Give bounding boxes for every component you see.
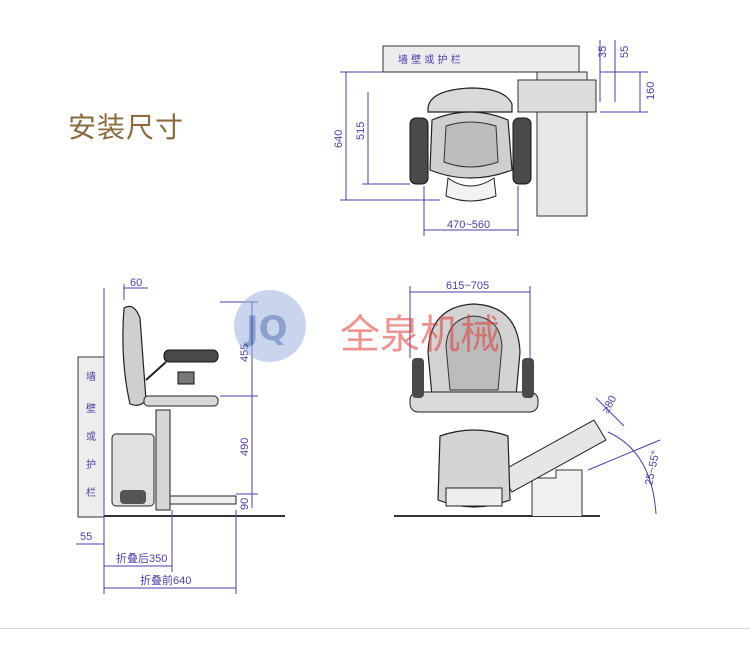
side-view: 墙 壁 或 护 栏 60 455 490 90 55 — [76, 277, 285, 594]
side-joystick — [177, 371, 195, 385]
dim-35: 35 — [597, 46, 609, 58]
front-backrest-cushion — [445, 315, 503, 391]
dim-515: 515 — [355, 122, 367, 140]
side-wall — [77, 356, 105, 518]
stair-steps — [531, 469, 583, 516]
side-wall-char-1: 壁 — [86, 402, 96, 415]
side-armrest — [163, 349, 219, 363]
side-carriage — [111, 433, 155, 507]
side-column — [155, 409, 171, 511]
dim-55: 55 — [619, 46, 631, 58]
dim-490: 490 — [239, 438, 251, 456]
rail-carriage — [517, 79, 597, 113]
left-armrest-top — [409, 117, 429, 185]
side-seat — [143, 395, 219, 407]
dim-80: ≥80 — [600, 394, 619, 416]
right-armrest-top — [512, 117, 532, 185]
footrest-top — [445, 177, 497, 202]
side-backrest — [122, 305, 147, 406]
side-foot-control — [120, 490, 146, 504]
angle-range: 25~55° — [643, 450, 662, 487]
side-wall-char-3: 护 — [86, 458, 96, 471]
folded-before: 折叠前640 — [140, 573, 191, 587]
front-seat — [409, 391, 539, 413]
backrest-top — [427, 87, 513, 113]
dim-60: 60 — [130, 277, 142, 289]
front-footplate — [445, 487, 503, 507]
front-right-arm — [522, 358, 534, 398]
wall-label: 墙 壁 或 护 栏 — [398, 53, 461, 66]
folded-after: 折叠后350 — [116, 551, 167, 565]
dim-160: 160 — [645, 82, 657, 100]
side-wall-char-2: 或 — [86, 431, 96, 443]
watermark: JQ 全泉机械 — [234, 290, 500, 362]
wall-strip — [382, 45, 580, 73]
side-wall-char-4: 栏 — [86, 486, 96, 499]
dim-55-side: 55 — [80, 531, 92, 543]
front-left-arm — [412, 358, 424, 398]
watermark-logo-circle — [234, 290, 306, 362]
footer-divider — [0, 628, 750, 629]
front-width-range: 615~705 — [446, 280, 489, 292]
width-range-top: 470~560 — [447, 219, 490, 231]
side-wall-char-0: 墙 — [86, 370, 96, 383]
watermark-logo-letters: JQ — [244, 309, 288, 349]
top-view: 墙 壁 或 护 栏 35 55 160 640 515 470~560 — [333, 40, 657, 236]
watermark-text: 全泉机械 — [340, 312, 500, 358]
page-title: 安装尺寸 — [68, 111, 185, 144]
seat-cushion-top — [443, 121, 499, 168]
side-footrest — [169, 495, 237, 505]
dim-90: 90 — [239, 498, 251, 510]
front-view: 615~705 ≥80 25~55° — [394, 280, 662, 517]
dim-640-top: 640 — [333, 130, 345, 148]
